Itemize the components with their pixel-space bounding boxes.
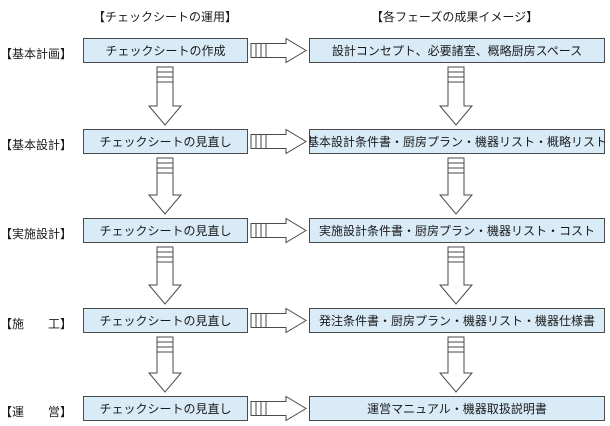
down-arrow-left-3	[147, 336, 183, 393]
checksheet-box-construction: チェックシートの見直し	[83, 308, 248, 333]
down-arrow-left-1	[147, 157, 183, 215]
down-arrow-left-2	[147, 246, 183, 305]
right-arrow-0	[250, 37, 307, 64]
checksheet-box-basic-design: チェックシートの見直し	[83, 129, 248, 154]
checksheet-box-basic-plan: チェックシートの作成	[83, 38, 248, 63]
stage-label-basic-plan: 【基本計画】	[0, 47, 73, 61]
result-box-basic-design: 基本設計条件書・厨房プラン・機器リスト・概略リスト	[309, 129, 605, 154]
stage-label-basic-design: 【基本設計】	[0, 138, 73, 152]
right-arrow-4	[250, 395, 307, 422]
result-box-basic-plan: 設計コンセプト、必要諸室、概略厨房スペース	[309, 38, 605, 63]
down-arrow-left-0	[147, 66, 183, 126]
stage-label-detailed-design: 【実施設計】	[0, 227, 73, 241]
stage-label-operation: 【運 営】	[0, 405, 73, 419]
result-box-detailed-design: 実施設計条件書・厨房プラン・機器リスト・コスト	[309, 218, 605, 243]
down-arrow-right-0	[438, 66, 474, 126]
checksheet-box-detailed-design: チェックシートの見直し	[83, 218, 248, 243]
right-arrow-1	[250, 128, 307, 155]
sheet-operation-header: 【チェックシートの運用】	[93, 10, 238, 24]
checksheet-box-operation: チェックシートの見直し	[83, 396, 248, 421]
result-box-operation: 運営マニュアル・機器取扱説明書	[309, 396, 605, 421]
stage-label-construction: 【施 工】	[0, 317, 73, 331]
right-arrow-2	[250, 217, 307, 244]
phase-results-header: 【各フェーズの成果イメージ】	[371, 10, 539, 24]
down-arrow-right-1	[438, 157, 474, 215]
right-arrow-3	[250, 307, 307, 334]
down-arrow-right-2	[438, 246, 474, 305]
down-arrow-right-3	[438, 336, 474, 393]
result-box-construction: 発注条件書・厨房プラン・機器リスト・機器仕様書	[309, 308, 605, 333]
